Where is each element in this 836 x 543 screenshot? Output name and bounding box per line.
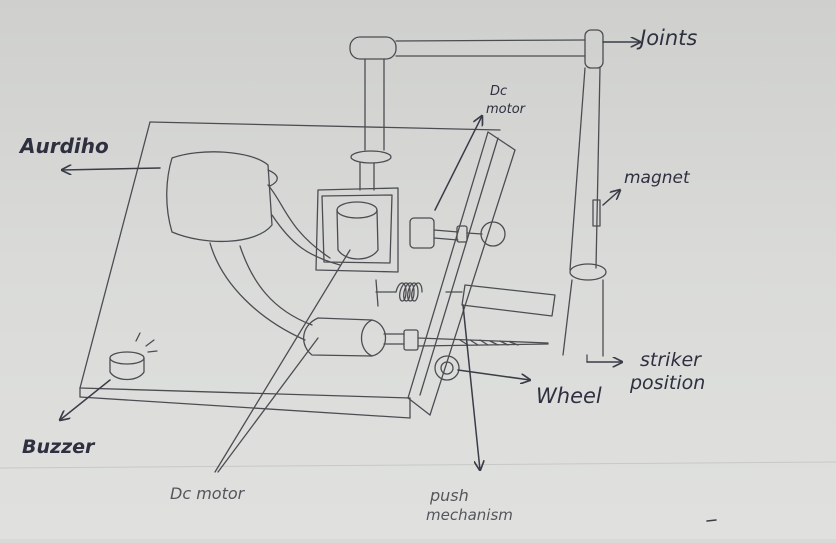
- label-dc-motor-bottom: Dc motor: [170, 484, 244, 503]
- label-striker-1: striker: [640, 349, 701, 371]
- label-push-1: push: [430, 486, 469, 505]
- label-magnet: magnet: [624, 168, 690, 188]
- label-dc-motor-top-1: Dc: [490, 84, 507, 99]
- label-push-2: mechanism: [426, 506, 513, 524]
- label-wheel: Wheel: [536, 384, 602, 408]
- stray-mark: [707, 520, 716, 521]
- label-buzzer: Buzzer: [22, 436, 94, 458]
- label-dc-motor-top-2: motor: [486, 102, 525, 117]
- label-arduino: Aurdiho: [20, 134, 109, 158]
- label-striker-2: position: [630, 372, 705, 394]
- label-joints: Joints: [640, 26, 697, 50]
